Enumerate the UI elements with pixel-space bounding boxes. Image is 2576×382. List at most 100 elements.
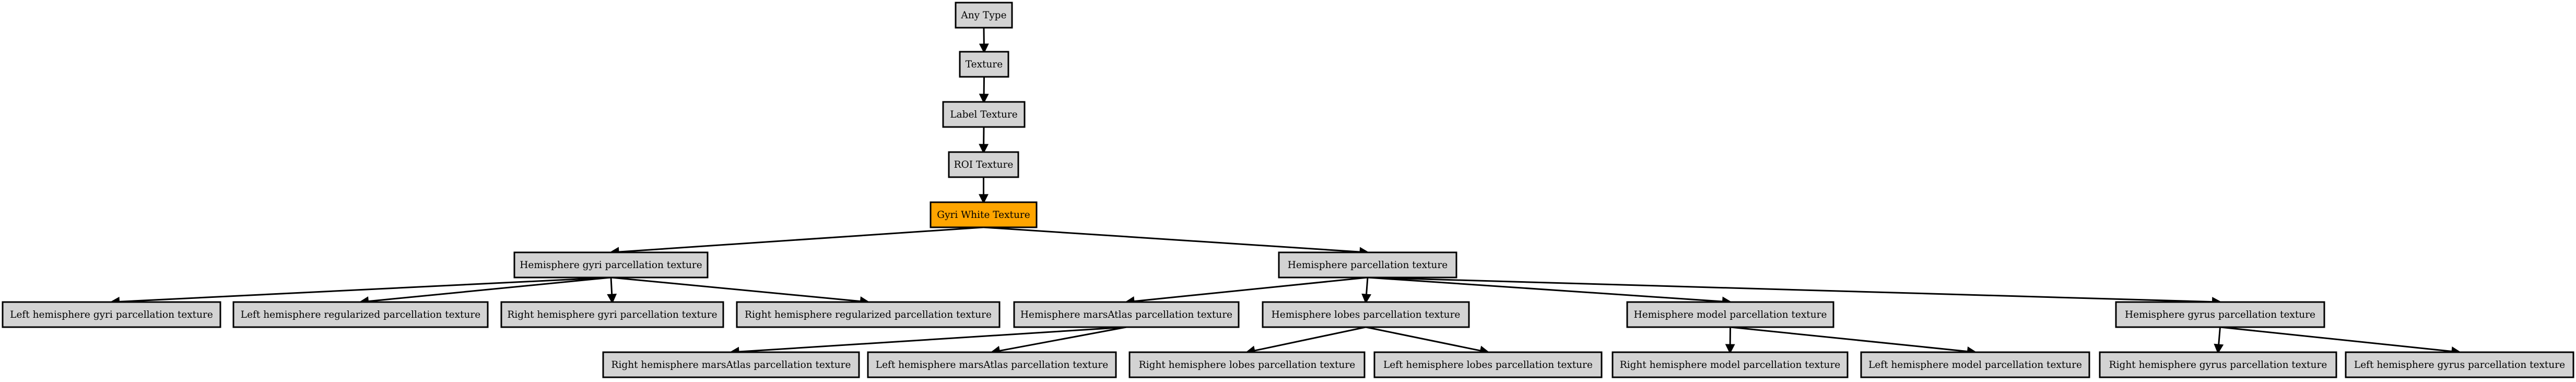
node-label: Hemisphere parcellation texture	[1288, 260, 1448, 271]
edge-gyri-white-texture-to-hemi-gyri	[609, 226, 984, 257]
node-box	[2, 301, 221, 328]
node-box	[602, 351, 860, 378]
node-label-texture: Label Texture	[942, 101, 1026, 128]
node-left-lobes: Left hemisphere lobes parcellation textu…	[1373, 351, 1603, 378]
node-hemi-mars: Hemisphere marsAtlas parcellation textur…	[1013, 301, 1240, 328]
node-label: Right hemisphere lobes parcellation text…	[1139, 360, 1356, 371]
arrow-head-icon	[979, 43, 989, 54]
edge-line	[610, 276, 861, 303]
node-any-type: Any Type	[955, 2, 1013, 29]
node-gyri-white-texture: Gyri White Texture	[930, 201, 1038, 228]
arrow-head-icon	[979, 94, 989, 104]
node-label: Label Texture	[950, 109, 1017, 120]
edge-line	[1367, 276, 2213, 303]
node-label: Left hemisphere gyri parcellation textur…	[10, 309, 213, 320]
edge-hemi-lobes-to-right-lobes	[1245, 326, 1366, 356]
edge-line	[1730, 326, 1968, 353]
node-label: Right hemisphere regularized parcellatio…	[745, 309, 992, 320]
edge-line	[1366, 277, 1369, 295]
edge-line	[610, 277, 613, 295]
edge-hemi-mars-to-right-mars	[729, 326, 1127, 357]
node-left-gyri: Left hemisphere gyri parcellation textur…	[2, 301, 221, 328]
arrow-head-icon	[607, 294, 617, 304]
edge-label-texture-to-roi-texture	[979, 126, 989, 154]
node-box	[736, 301, 1001, 328]
node-right-model: Right hemisphere model parcellation text…	[1612, 351, 1849, 378]
node-box	[1860, 351, 2090, 378]
edge-hemi-lobes-to-left-lobes	[1366, 326, 1490, 356]
node-hemi-gyri: Hemisphere gyri parcellation texture	[513, 251, 709, 279]
edge-texture-to-label-texture	[979, 76, 989, 104]
node-box	[959, 51, 1009, 78]
node-box	[2115, 301, 2325, 328]
node-right-reg: Right hemisphere regularized parcellatio…	[736, 301, 1001, 328]
edge-roi-texture-to-gyri-white-texture	[979, 177, 989, 204]
node-label: ROI Texture	[954, 159, 1014, 170]
node-label: Right hemisphere marsAtlas parcellation …	[611, 360, 851, 371]
edge-hemi-gyri-to-right-gyri	[607, 277, 617, 304]
edge-line	[2220, 326, 2453, 353]
edge-line	[983, 226, 1361, 253]
node-box	[1612, 351, 1849, 378]
node-right-gyrus: Right hemisphere gyrus parcellation text…	[2099, 351, 2337, 378]
node-label: Hemisphere gyrus parcellation texture	[2125, 309, 2315, 320]
node-left-model: Left hemisphere model parcellation textu…	[1860, 351, 2090, 378]
edge-any-type-to-texture	[979, 27, 989, 54]
node-box	[942, 101, 1026, 128]
node-box	[948, 151, 1019, 178]
edge-hemi-gyri-to-left-reg	[359, 276, 611, 306]
edge-hemi-model-to-right-model	[1725, 327, 1735, 354]
node-label: Left hemisphere marsAtlas parcellation t…	[876, 360, 1108, 371]
node-label: Hemisphere lobes parcellation texture	[1272, 309, 1461, 320]
node-hemi-model: Hemisphere model parcellation texture	[1626, 301, 1834, 328]
node-label: Hemisphere model parcellation texture	[1634, 309, 1827, 320]
edge-line	[368, 276, 611, 303]
arrow-head-icon	[1725, 344, 1735, 354]
edge-hemi-gyrus-to-right-gyrus	[2214, 327, 2224, 354]
node-label: Right hemisphere gyri parcellation textu…	[507, 309, 717, 320]
node-box	[955, 2, 1013, 29]
node-label: Right hemisphere model parcellation text…	[1620, 360, 1841, 371]
node-label: Hemisphere marsAtlas parcellation textur…	[1020, 309, 1232, 320]
edge-line	[1254, 326, 1366, 352]
edge-gyri-white-texture-to-hemi-parc	[983, 226, 1370, 257]
node-box	[2099, 351, 2337, 378]
node-box	[513, 251, 709, 279]
edge-hemi-gyrus-to-left-gyrus	[2220, 326, 2462, 356]
node-left-gyrus: Left hemisphere gyrus parcellation textu…	[2345, 351, 2574, 378]
node-left-mars: Left hemisphere marsAtlas parcellation t…	[867, 351, 1117, 378]
node-box	[1626, 301, 1834, 328]
edge-hemi-parc-to-hemi-mars	[1124, 276, 1368, 306]
edge-line	[618, 226, 984, 253]
edge-hemi-gyri-to-right-reg	[610, 276, 870, 306]
node-label: Texture	[966, 59, 1003, 70]
node-roi-texture: ROI Texture	[948, 151, 1019, 178]
node-label: Gyri White Texture	[937, 210, 1030, 221]
node-hemi-lobes: Hemisphere lobes parcellation texture	[1262, 301, 1470, 328]
arrow-head-icon	[979, 144, 989, 154]
edge-hemi-parc-to-hemi-model	[1367, 276, 1732, 307]
node-right-gyri: Right hemisphere gyri parcellation textu…	[500, 301, 724, 328]
node-box	[1278, 251, 1457, 279]
node-box	[867, 351, 1117, 378]
node-label: Left hemisphere lobes parcellation textu…	[1383, 360, 1593, 371]
node-hemi-gyrus: Hemisphere gyrus parcellation texture	[2115, 301, 2325, 328]
node-right-lobes: Right hemisphere lobes parcellation text…	[1128, 351, 1366, 378]
node-box	[1128, 351, 1366, 378]
node-label: Hemisphere gyri parcellation texture	[520, 260, 702, 271]
node-texture: Texture	[959, 51, 1009, 78]
edge-hemi-parc-to-hemi-lobes	[1361, 277, 1372, 304]
node-box	[1262, 301, 1470, 328]
edge-line	[1366, 326, 1481, 352]
edge-line	[738, 326, 1127, 353]
edge-line	[998, 326, 1127, 352]
node-label: Left hemisphere model parcellation textu…	[1868, 360, 2082, 371]
arrow-head-icon	[1361, 293, 1372, 304]
node-label: Left hemisphere regularized parcellation…	[241, 309, 480, 320]
edge-hemi-model-to-left-model	[1730, 326, 1977, 356]
node-box	[1013, 301, 1240, 328]
node-hemi-parc: Hemisphere parcellation texture	[1278, 251, 1457, 279]
arrow-head-icon	[2214, 343, 2224, 354]
node-label: Right hemisphere gyrus parcellation text…	[2109, 360, 2327, 371]
